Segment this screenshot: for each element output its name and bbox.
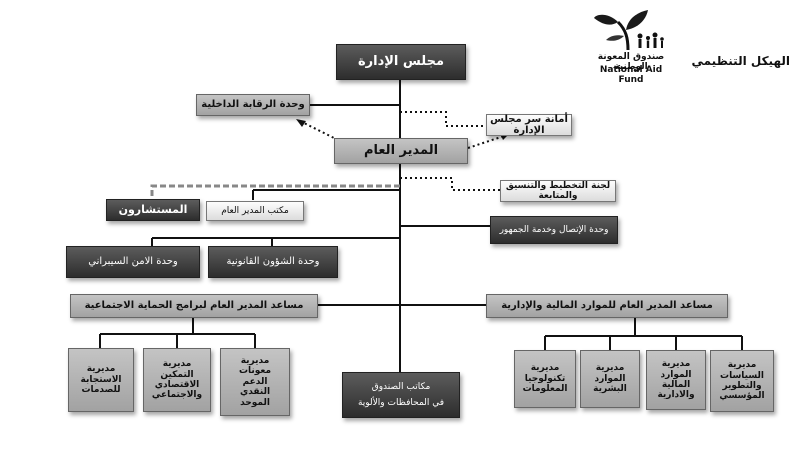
assistant-social-protection-box: مساعد المدير العام لبرامج الحماية الاجتم… — [70, 294, 318, 318]
board-box: مجلس الإدارة — [336, 44, 466, 80]
planning-committee-box: لجنة التخطيط والتنسيق والمتابعة — [500, 180, 616, 202]
planning-dotted-line — [400, 177, 500, 191]
secretariat-dotted-line — [400, 111, 486, 127]
directorate-cash-support-box: مديرية معونات الدعم النقدي الموحد — [220, 348, 290, 416]
directorate-line: مديرية — [240, 356, 270, 367]
directorate-line: الموارد — [660, 369, 692, 380]
directorate-policies-box: مديرية السياسات والتطوير المؤسسي — [710, 350, 774, 412]
directorate-line: والاجتماعي — [151, 390, 203, 401]
internal-audit-label: وحدة الرقابة الداخلية — [201, 99, 305, 111]
general-manager-label: المدير العام — [363, 142, 439, 158]
directorate-line: السياسات — [720, 370, 764, 381]
directorate-it-box: مديرية تكنولوجيا المعلومات — [514, 350, 576, 408]
directorate-hr-box: مديرية الموارد البشرية — [580, 350, 640, 408]
directorate-line: معونات — [238, 366, 272, 377]
directorate-line: مديرية — [86, 364, 116, 375]
field-offices-box: مكاتب الصندوق في المحافظات والألوية — [342, 372, 460, 418]
cyber-security-box: وحدة الامن السيبراني — [66, 246, 200, 278]
board-label: مجلس الإدارة — [357, 53, 445, 69]
logo-english-text: National Aid Fund — [599, 65, 663, 85]
directorate-line: الموحد — [240, 397, 270, 408]
communication-unit-box: وحدة الإتصال وخدمة الجمهور — [490, 216, 618, 244]
directorate-line: تكنولوجيا — [524, 373, 566, 384]
directorate-shock-response-box: مديرية الاستجابة للصدمات — [68, 348, 134, 412]
directorate-line: للصدمات — [81, 385, 121, 396]
national-aid-fund-logo: صندوق المعونة الوطنية National Aid Fund — [588, 8, 674, 85]
field-offices-line2: في المحافظات والألوية — [357, 398, 445, 408]
directorate-line: مديرية — [661, 359, 691, 370]
communication-unit-label: وحدة الإتصال وخدمة الجمهور — [499, 224, 609, 235]
assistant-social-protection-label: مساعد المدير العام لبرامج الحماية الاجتم… — [84, 300, 304, 312]
arrow-head — [296, 119, 306, 127]
directorate-line: والادارية — [657, 390, 695, 401]
family-tree-logo-icon — [594, 10, 664, 51]
gm-audit-dotted-line — [301, 121, 339, 141]
directorate-line: التمكين — [160, 369, 194, 380]
assistant-finance-admin-label: مساعد المدير العام للموارد المالية والإد… — [501, 300, 713, 312]
directorate-line: الموارد — [594, 373, 626, 384]
directorate-line: والتطوير — [722, 381, 762, 391]
advisors-label: المستشارون — [118, 202, 188, 216]
directorate-empowerment-box: مديرية التمكين الاقتصادي والاجتماعي — [143, 348, 211, 412]
directorate-line: مديرية — [162, 359, 192, 370]
general-manager-box: المدير العام — [334, 138, 468, 164]
gm-office-box: مكتب المدير العام — [206, 201, 304, 221]
assistant-finance-admin-box: مساعد المدير العام للموارد المالية والإد… — [486, 294, 728, 318]
legal-affairs-box: وحدة الشؤون القانونية — [208, 246, 338, 278]
advisors-box: المستشارون — [106, 199, 200, 221]
cyber-security-label: وحدة الامن السيبراني — [88, 256, 178, 268]
directorate-line: مديرية — [530, 363, 560, 374]
internal-audit-box: وحدة الرقابة الداخلية — [196, 94, 310, 116]
directorate-line: مديرية — [727, 360, 757, 371]
directorate-line: النقدي — [239, 387, 271, 398]
gm-office-label: مكتب المدير العام — [221, 205, 289, 216]
directorate-line: المالية — [661, 380, 691, 390]
directorate-line: مديرية — [595, 363, 625, 374]
directorate-finance-admin-box: مديرية الموارد المالية والادارية — [646, 350, 706, 410]
page-title: الهيكل التنظيمي — [691, 54, 791, 68]
legal-affairs-label: وحدة الشؤون القانونية — [226, 256, 320, 268]
directorate-line: المؤسسي — [719, 391, 765, 402]
advisors-dashed-line — [150, 184, 400, 198]
field-offices-line1: مكاتب الصندوق — [371, 381, 431, 392]
directorate-line: الاقتصادي — [154, 380, 200, 390]
board-secretariat-box: أمانة سر مجلس الإدارة — [486, 114, 572, 136]
directorate-line: الاستجابة — [80, 374, 122, 385]
logo-arabic-text: صندوق المعونة الوطنية — [597, 52, 665, 72]
directorate-line: البشرية — [593, 384, 627, 395]
directorate-line: المعلومات — [522, 384, 568, 395]
planning-committee-label: لجنة التخطيط والتنسيق والمتابعة — [505, 180, 611, 201]
directorate-line: الدعم — [242, 376, 268, 387]
board-secretariat-label: أمانة سر مجلس الإدارة — [490, 113, 568, 137]
gm-secretariat-dotted-line — [467, 135, 505, 149]
